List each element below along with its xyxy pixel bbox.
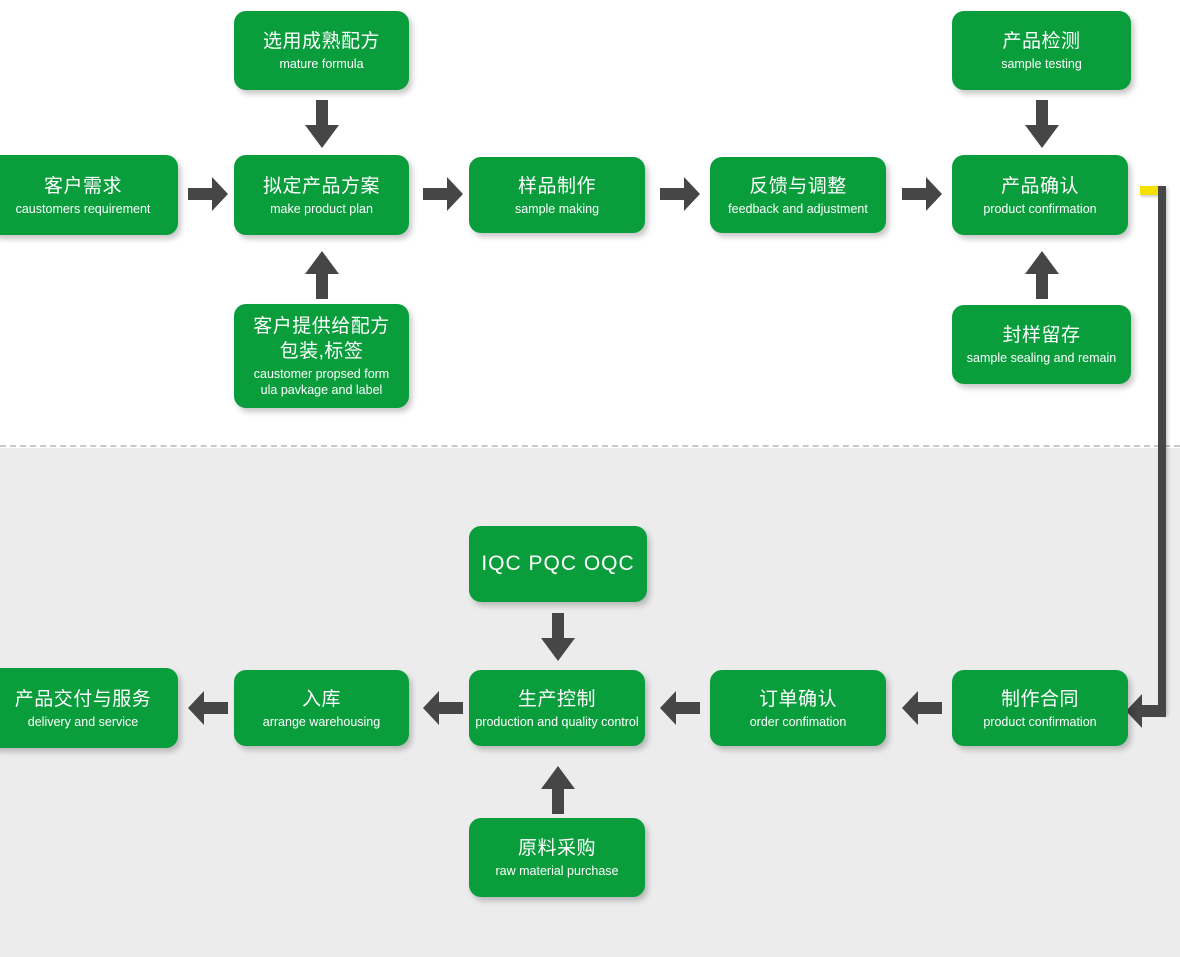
node-sample-sealing-cn: 封样留存 [1002, 325, 1081, 346]
arrow-plan-to-sample-making [423, 177, 463, 211]
node-iqc-pqc-oqc[interactable]: IQC PQC OQC [469, 526, 647, 602]
node-production-control[interactable]: 生产控制 production and quality control [469, 670, 645, 746]
node-customer-requirement[interactable]: 客户需求 caustomers requirement [0, 155, 178, 235]
node-sample-making-cn: 样品制作 [517, 175, 596, 197]
arrow-contract-to-order [902, 691, 942, 725]
node-mature-formula-en: mature formula [279, 57, 364, 71]
node-feedback-adjustment[interactable]: 反馈与调整 feedback and adjustment [710, 157, 886, 233]
node-warehousing-cn: 入库 [301, 688, 341, 710]
node-sample-sealing-en: sample sealing and remain [966, 351, 1117, 365]
connector-yellow-stub [1140, 186, 1164, 195]
arrow-feedback-to-product-confirmation [902, 177, 942, 211]
arrow-sample-making-to-feedback [660, 177, 700, 211]
node-production-control-cn: 生产控制 [517, 688, 596, 710]
node-sample-making-en: sample making [514, 201, 600, 216]
node-make-contract[interactable]: 制作合同 product confirmation [952, 670, 1128, 746]
node-make-product-plan[interactable]: 拟定产品方案 make product plan [234, 155, 409, 235]
node-raw-material-purchase-en: raw material purchase [495, 864, 619, 878]
arrow-production-control-to-warehousing [423, 691, 463, 725]
node-sample-making[interactable]: 样品制作 sample making [469, 157, 645, 233]
arrow-sample-sealing-to-product-confirmation [1025, 251, 1059, 299]
phase-divider [0, 445, 1180, 447]
node-customer-requirement-cn: 客户需求 [43, 175, 122, 197]
arrow-raw-material-to-production-control [541, 766, 575, 814]
node-raw-material-purchase-cn: 原料采购 [517, 838, 596, 859]
arrow-connector-to-make-contract [1126, 694, 1166, 728]
node-feedback-adjustment-cn: 反馈与调整 [749, 175, 847, 197]
node-make-product-plan-cn: 拟定产品方案 [262, 175, 380, 197]
node-customer-proposed-formula-cn: 客户提供给配方 包装,标签 [253, 316, 390, 362]
arrow-iqc-to-production-control [541, 613, 575, 661]
arrow-mature-formula-to-plan [305, 100, 339, 148]
node-order-confirmation-en: order confimation [749, 714, 847, 729]
arrow-requirement-to-plan [188, 177, 228, 211]
node-make-contract-cn: 制作合同 [1000, 688, 1079, 710]
node-iqc-pqc-oqc-label: IQC PQC OQC [481, 552, 635, 575]
node-customer-proposed-formula-en: caustomer propsed form ula pavkage and l… [253, 367, 390, 397]
connector-vertical-line [1158, 186, 1166, 714]
node-product-confirmation-cn: 产品确认 [1000, 175, 1079, 197]
arrow-sample-testing-to-product-confirmation [1025, 100, 1059, 148]
node-sample-testing-en: sample testing [1001, 57, 1082, 71]
node-product-confirmation-en: product confirmation [983, 201, 1097, 216]
node-product-confirmation[interactable]: 产品确认 product confirmation [952, 155, 1128, 235]
node-order-confirmation[interactable]: 订单确认 order confimation [710, 670, 886, 746]
node-customer-requirement-en: caustomers requirement [15, 201, 151, 216]
node-sample-testing[interactable]: 产品检测 sample testing [952, 11, 1131, 90]
node-warehousing[interactable]: 入库 arrange warehousing [234, 670, 409, 746]
arrow-order-to-production-control [660, 691, 700, 725]
node-customer-proposed-formula[interactable]: 客户提供给配方 包装,标签 caustomer propsed form ula… [234, 304, 409, 408]
node-delivery-service-en: delivery and service [27, 714, 139, 729]
node-make-contract-en: product confirmation [983, 714, 1097, 729]
node-order-confirmation-cn: 订单确认 [758, 688, 837, 710]
node-delivery-service[interactable]: 产品交付与服务 delivery and service [0, 668, 178, 748]
node-mature-formula[interactable]: 选用成熟配方 mature formula [234, 11, 409, 90]
node-feedback-adjustment-en: feedback and adjustment [728, 201, 868, 216]
node-warehousing-en: arrange warehousing [262, 714, 381, 729]
node-sample-testing-cn: 产品检测 [1002, 31, 1081, 52]
node-mature-formula-cn: 选用成熟配方 [262, 31, 380, 52]
arrow-warehousing-to-delivery [188, 691, 228, 725]
node-raw-material-purchase[interactable]: 原料采购 raw material purchase [469, 818, 645, 897]
node-delivery-service-cn: 产品交付与服务 [14, 688, 152, 710]
node-sample-sealing[interactable]: 封样留存 sample sealing and remain [952, 305, 1131, 384]
node-production-control-en: production and quality control [475, 714, 639, 729]
arrow-customer-proposed-to-plan [305, 251, 339, 299]
node-make-product-plan-en: make product plan [270, 201, 373, 216]
